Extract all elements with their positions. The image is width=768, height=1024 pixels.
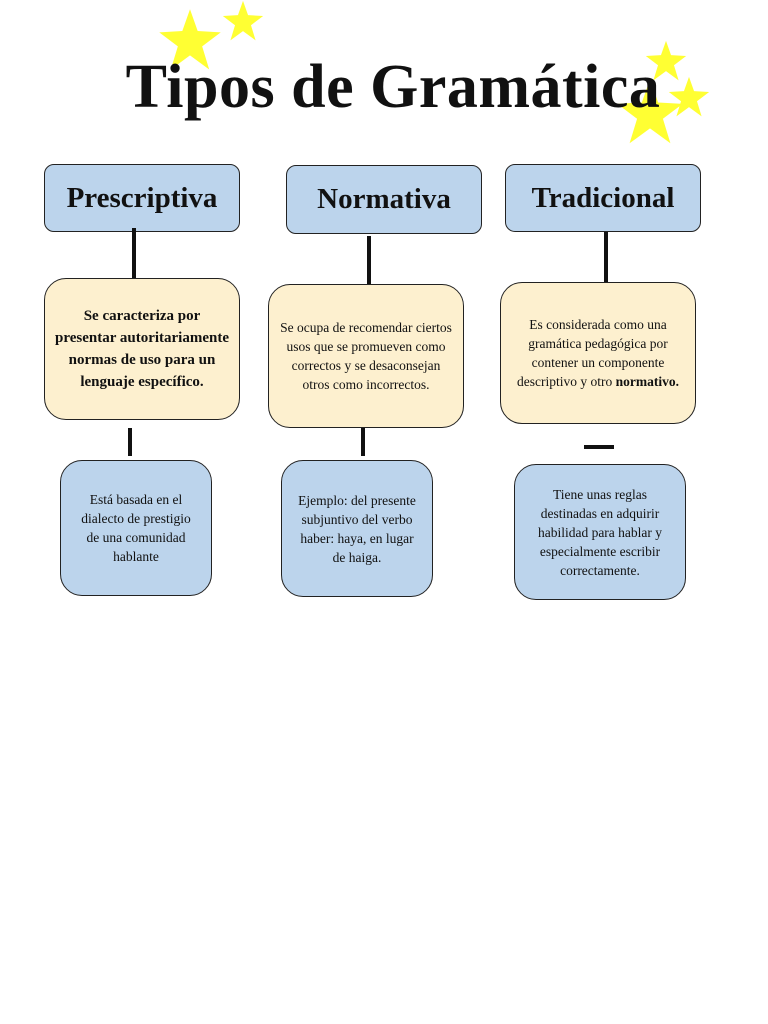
description-bold: normativo. <box>615 374 679 389</box>
detail-text: Ejemplo: del presente subjuntivo del ver… <box>298 492 416 565</box>
detail-normativa: Ejemplo: del presente subjuntivo del ver… <box>281 460 433 597</box>
heading-prescriptiva: Prescriptiva <box>44 164 240 232</box>
detail-prescriptiva: Está basada en el dialecto de prestigio … <box>60 460 212 596</box>
heading-label: Tradicional <box>531 181 675 214</box>
heading-tradicional: Tradicional <box>505 164 701 232</box>
detail-tradicional: Tiene unas reglas destinadas en adquirir… <box>514 464 686 600</box>
description-tradicional: Es considerada como una gramática pedagó… <box>500 282 696 424</box>
connector-line <box>132 228 136 278</box>
connector-line <box>361 428 365 456</box>
description-text: Se ocupa de recomendar ciertos usos que … <box>280 320 452 392</box>
description-plain: Es considerada como una gramática pedagó… <box>517 317 668 389</box>
star-icon <box>222 0 264 41</box>
heading-label: Normativa <box>317 183 451 215</box>
description-prescriptiva: Se caracteriza por presentar autoritaria… <box>44 278 240 420</box>
connector-line <box>584 445 614 449</box>
description-normativa: Se ocupa de recomendar ciertos usos que … <box>268 284 464 428</box>
page-title: Tipos de Gramática <box>125 53 661 121</box>
connector-line <box>367 236 371 284</box>
connector-line <box>604 232 608 282</box>
star-icon <box>668 76 710 117</box>
star-icon <box>617 79 683 144</box>
star-icon <box>159 9 221 70</box>
heading-label: Prescriptiva <box>66 181 218 214</box>
description-text: Es considerada como una gramática pedagó… <box>511 315 685 391</box>
star-icon <box>645 40 687 81</box>
detail-text: Está basada en el dialecto de prestigio … <box>81 492 191 564</box>
detail-text: Tiene unas reglas destinadas en adquirir… <box>537 486 663 578</box>
heading-normativa: Normativa <box>286 165 482 234</box>
description-text: Se caracteriza por presentar autoritaria… <box>55 308 229 390</box>
connector-line <box>128 428 132 456</box>
